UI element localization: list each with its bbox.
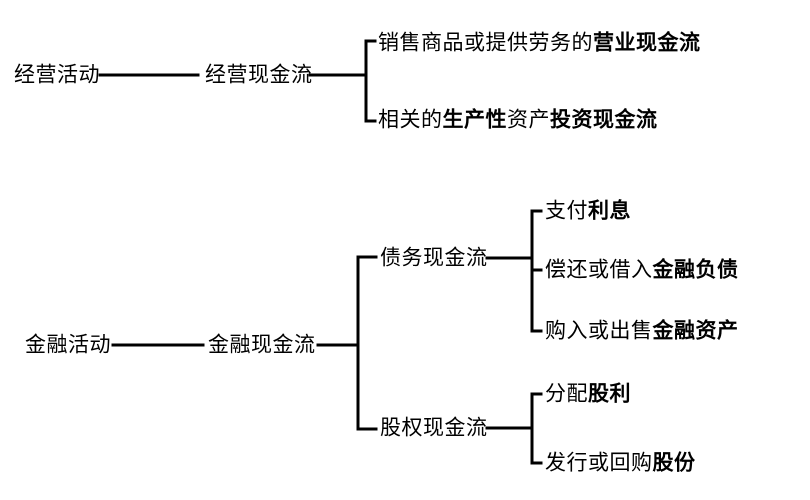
node-operating-cashflow-label: 经营现金流 [205, 63, 313, 87]
leaf-debt-assets: 购入或出售金融资产 [545, 321, 739, 342]
leaf-operating-sales: 销售商品或提供劳务的营业现金流 [378, 33, 701, 54]
node-operating-activity-label: 经营活动 [14, 63, 100, 87]
leaf-equity-dividends: 分配股利 [545, 384, 631, 405]
leaf-operating-sales-bold: 营业现金流 [593, 31, 701, 55]
node-financial-activity-label: 金融活动 [25, 333, 111, 357]
leaf-operating-investment-text1: 相关的 [378, 108, 443, 132]
leaf-equity-dividends-bold: 股利 [588, 382, 631, 406]
leaf-debt-interest-bold: 利息 [588, 199, 631, 223]
leaf-operating-investment-bold2: 投资现金流 [550, 108, 658, 132]
node-debt-cashflow-label: 债务现金流 [380, 246, 488, 270]
leaf-debt-liabilities: 偿还或借入金融负债 [545, 260, 739, 281]
node-operating-cashflow: 经营现金流 [205, 65, 313, 86]
node-financial-cashflow-label: 金融现金流 [208, 333, 316, 357]
node-equity-cashflow-label: 股权现金流 [380, 416, 488, 440]
leaf-equity-shares-bold: 股份 [652, 451, 696, 475]
node-operating-activity: 经营活动 [14, 65, 100, 86]
node-equity-cashflow: 股权现金流 [380, 418, 488, 439]
leaf-equity-shares: 发行或回购股份 [545, 453, 696, 474]
leaf-debt-interest: 支付利息 [545, 201, 631, 222]
connector-financial-bracket [316, 255, 378, 431]
leaf-debt-assets-bold: 金融资产 [652, 319, 739, 343]
connector-operating-bracket [308, 39, 377, 123]
node-financial-cashflow: 金融现金流 [208, 335, 316, 356]
leaf-operating-investment-text2: 资产 [507, 108, 550, 132]
node-debt-cashflow: 债务现金流 [380, 248, 488, 269]
connector-debt-bracket [485, 209, 543, 333]
leaf-debt-liabilities-bold: 金融负债 [652, 258, 739, 282]
leaf-debt-interest-text: 支付 [545, 199, 588, 223]
node-financial-activity: 金融活动 [25, 335, 111, 356]
connector-equity-bracket [485, 392, 543, 465]
leaf-operating-investment: 相关的生产性资产投资现金流 [378, 110, 658, 131]
leaf-debt-assets-text: 购入或出售 [545, 319, 653, 343]
leaf-operating-investment-bold1: 生产性 [442, 108, 507, 132]
leaf-equity-shares-text: 发行或回购 [545, 451, 653, 475]
leaf-debt-liabilities-text: 偿还或借入 [545, 258, 653, 282]
leaf-equity-dividends-text: 分配 [545, 382, 588, 406]
leaf-operating-sales-text: 销售商品或提供劳务的 [378, 31, 593, 55]
